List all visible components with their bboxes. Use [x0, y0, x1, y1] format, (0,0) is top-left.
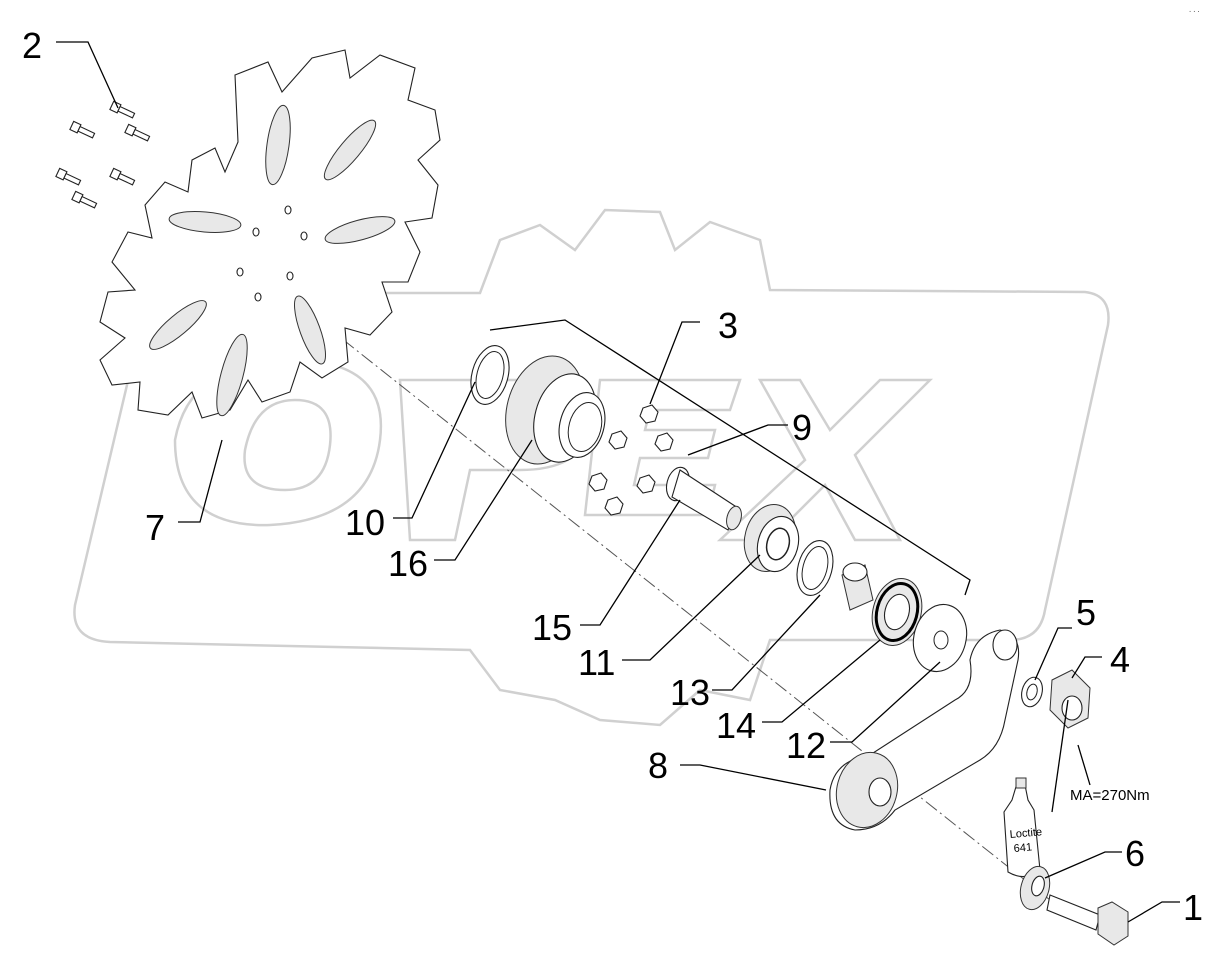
- washer-12: [912, 603, 968, 673]
- torque-note: MA=270Nm: [1070, 787, 1150, 804]
- hub: [505, 355, 606, 465]
- callout-12: 12: [786, 725, 826, 766]
- axle: [665, 466, 742, 531]
- callout-16: 16: [388, 543, 428, 584]
- callout-13: 13: [670, 672, 710, 713]
- disc-bolts: [55, 100, 151, 209]
- callout-7: 7: [145, 507, 165, 548]
- circlip-10: [470, 345, 510, 405]
- seal: [871, 578, 923, 646]
- callout-4: 4: [1110, 639, 1130, 680]
- callouts: 2 7 10 16 3 9 15 11 13 14 12 8 5 4 6 1: [22, 25, 1203, 928]
- notched-disc: [99, 49, 441, 419]
- washer-5: [1021, 676, 1043, 708]
- callout-15: 15: [532, 607, 572, 648]
- spacer: [841, 562, 874, 611]
- bearing: [743, 504, 800, 573]
- callout-6: 6: [1125, 833, 1145, 874]
- bottle-label-line2: 641: [1013, 841, 1032, 855]
- callout-8: 8: [648, 745, 668, 786]
- circlip-13: [796, 540, 834, 596]
- callout-10: 10: [345, 502, 385, 543]
- bottle-label-line1: Loctite: [1009, 826, 1042, 841]
- leader-lines: [56, 41, 1180, 923]
- callout-2: 2: [22, 25, 42, 66]
- lock-nut: [1049, 669, 1091, 729]
- mounting-arm: [829, 629, 1020, 831]
- hub-nuts: [588, 404, 674, 516]
- loctite-bottle: Loctite 641: [1003, 777, 1043, 878]
- corner-mark: ...: [1188, 6, 1201, 14]
- callout-9: 9: [792, 407, 812, 448]
- assembly-axis: [229, 249, 1051, 901]
- callout-1: 1: [1183, 887, 1203, 928]
- callout-14: 14: [716, 705, 756, 746]
- callout-5: 5: [1076, 592, 1096, 633]
- main-bolt: [1046, 894, 1129, 946]
- callout-11: 11: [578, 642, 615, 683]
- callout-3: 3: [718, 305, 738, 346]
- washer-6: [1019, 865, 1051, 911]
